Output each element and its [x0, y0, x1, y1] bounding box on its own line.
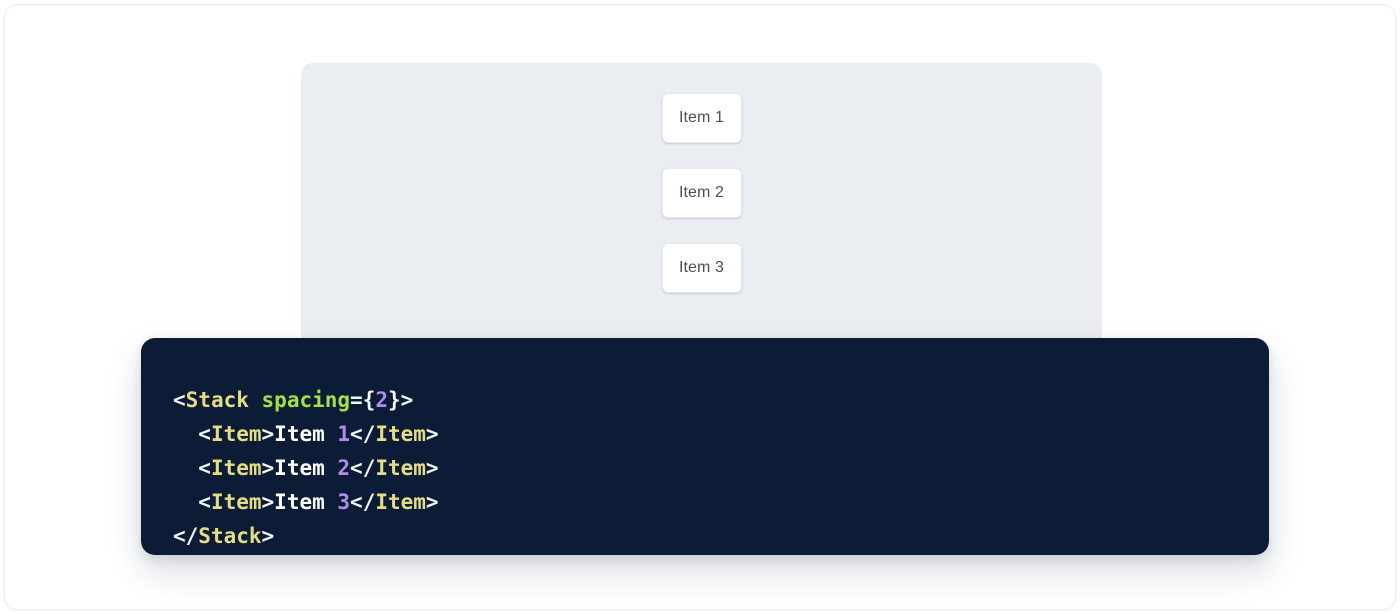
stack-item-label: Item 1 — [678, 109, 725, 126]
code-token-punct: > — [261, 490, 275, 514]
code-token-punct: > — [425, 456, 439, 480]
code-token-text: Item — [274, 422, 338, 446]
component-preview-stage: Item 1 Item 2 Item 3 — [301, 63, 1102, 353]
code-line: <Item>Item 1</Item> — [173, 417, 1269, 451]
code-line: <Item>Item 2</Item> — [173, 451, 1269, 485]
code-token-tag: Item — [210, 456, 262, 480]
code-line: </Stack> — [173, 519, 1269, 553]
stack-item[interactable]: Item 2 — [661, 168, 742, 218]
code-block[interactable]: <Stack spacing={2}> <Item>Item 1</Item> … — [173, 383, 1269, 553]
code-token-punct: </ — [350, 490, 376, 514]
code-token-punct: < — [173, 388, 186, 412]
code-line: <Item>Item 3</Item> — [173, 485, 1269, 519]
code-token-punct: < — [173, 456, 211, 480]
code-token-punct: </ — [350, 422, 376, 446]
code-token-tag: Item — [375, 490, 426, 514]
code-token-punct: > — [425, 490, 439, 514]
code-token-tag: Stack — [185, 388, 249, 412]
code-token-punct — [249, 388, 262, 412]
code-line: <Stack spacing={2}> — [173, 383, 1269, 417]
code-token-tag: Item — [375, 422, 426, 446]
code-token-tag: Item — [210, 422, 262, 446]
code-token-punct: </ — [173, 524, 199, 548]
stack-item[interactable]: Item 3 — [661, 243, 742, 293]
code-token-punct: < — [173, 422, 211, 446]
code-token-tag: Stack — [198, 524, 262, 548]
code-token-punct: }> — [388, 388, 414, 412]
code-token-num: 3 — [337, 490, 351, 514]
stack-item[interactable]: Item 1 — [661, 93, 742, 143]
code-token-text: Item — [274, 490, 338, 514]
code-token-num: 2 — [337, 456, 351, 480]
code-token-num: 1 — [337, 422, 351, 446]
stack-container: Item 1 Item 2 Item 3 — [301, 63, 1102, 353]
code-token-punct: </ — [350, 456, 376, 480]
code-token-punct: > — [261, 524, 275, 548]
code-token-attr: spacing — [261, 388, 351, 412]
code-token-punct: ={ — [350, 388, 376, 412]
code-token-text: Item — [274, 456, 338, 480]
code-token-num: 2 — [375, 388, 388, 412]
code-token-punct: > — [425, 422, 439, 446]
code-token-tag: Item — [375, 456, 426, 480]
stack-item-label: Item 3 — [678, 259, 725, 276]
code-snippet-panel: <Stack spacing={2}> <Item>Item 1</Item> … — [141, 338, 1269, 555]
stack-item-label: Item 2 — [678, 184, 725, 201]
code-token-tag: Item — [210, 490, 262, 514]
code-token-punct: > — [261, 456, 275, 480]
code-token-punct: < — [173, 490, 211, 514]
code-token-punct: > — [261, 422, 275, 446]
